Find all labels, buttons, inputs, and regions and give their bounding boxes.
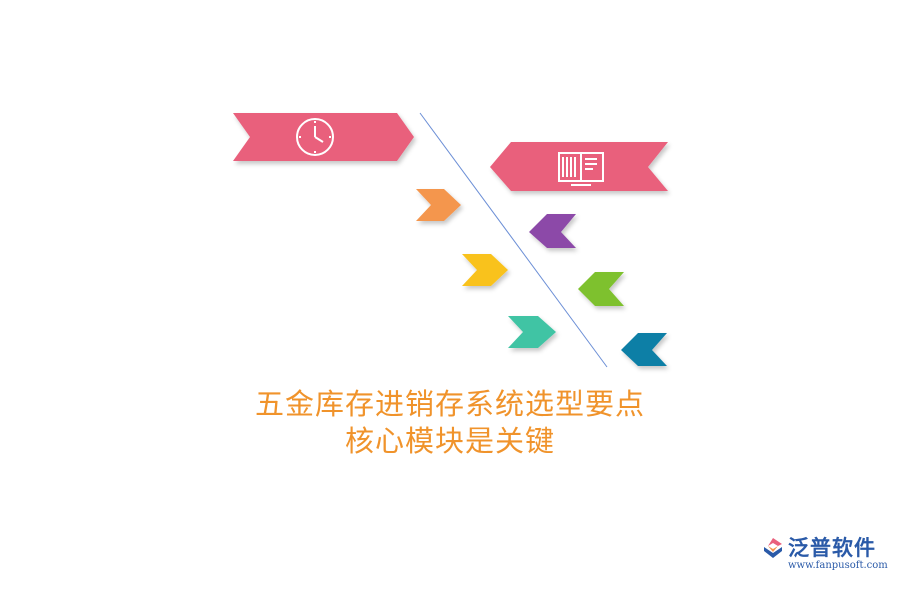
top-left-banner <box>233 113 414 161</box>
chevron-yellow <box>462 254 508 286</box>
watermark: 泛普软件 www.fanpusoft.com <box>750 530 890 582</box>
book-icon <box>558 152 604 186</box>
clock-icon <box>296 118 334 156</box>
watermark-url: www.fanpusoft.com <box>788 560 888 571</box>
chevron-teal <box>508 316 556 348</box>
chevron-blue <box>621 333 667 366</box>
caption-title: 五金库存进销存系统选型要点 <box>254 387 645 421</box>
top-right-banner <box>490 142 668 191</box>
chevron-orange <box>416 189 461 221</box>
fanpu-logo-icon <box>764 538 782 558</box>
chevron-purple <box>529 214 576 248</box>
chevron-green <box>578 272 624 306</box>
spine-line <box>419 112 608 368</box>
watermark-brand: 泛普软件 <box>788 536 876 560</box>
caption-subtitle: 核心模块是关键 <box>344 424 555 458</box>
